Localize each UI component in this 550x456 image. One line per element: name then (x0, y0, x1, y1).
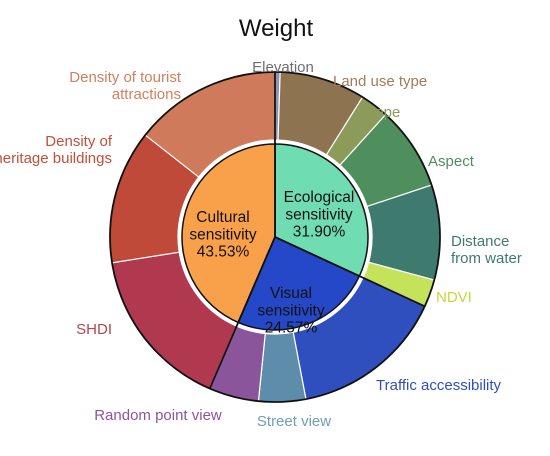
chart-title: Weight (239, 15, 314, 42)
outer-label-elevation: Elevation (252, 59, 314, 76)
outer-label-random-point-view: Random point view (94, 407, 222, 424)
outer-border (109, 71, 441, 403)
outer-label-slope: Slope (362, 104, 400, 121)
outer-label-aspect: Aspect (428, 153, 475, 170)
outer-label-street-view: Street view (257, 413, 331, 430)
outer-label-ndvi: NDVI (436, 289, 472, 306)
inner-slice-cultural-sensitivity (181, 143, 276, 324)
group-divider-2 (274, 236, 426, 308)
outer-label-traffic-accessibility: Traffic accessibility (376, 377, 502, 394)
inner-slice-visual-sensitivity (237, 235, 361, 331)
outer-label-shdi: SHDI (76, 321, 112, 338)
inner-slice-ecological-sensitivity (274, 143, 369, 278)
group-divider-3 (208, 236, 276, 389)
inner-ring (109, 71, 441, 403)
outer-label-land-use-type: Land use type (333, 73, 427, 90)
